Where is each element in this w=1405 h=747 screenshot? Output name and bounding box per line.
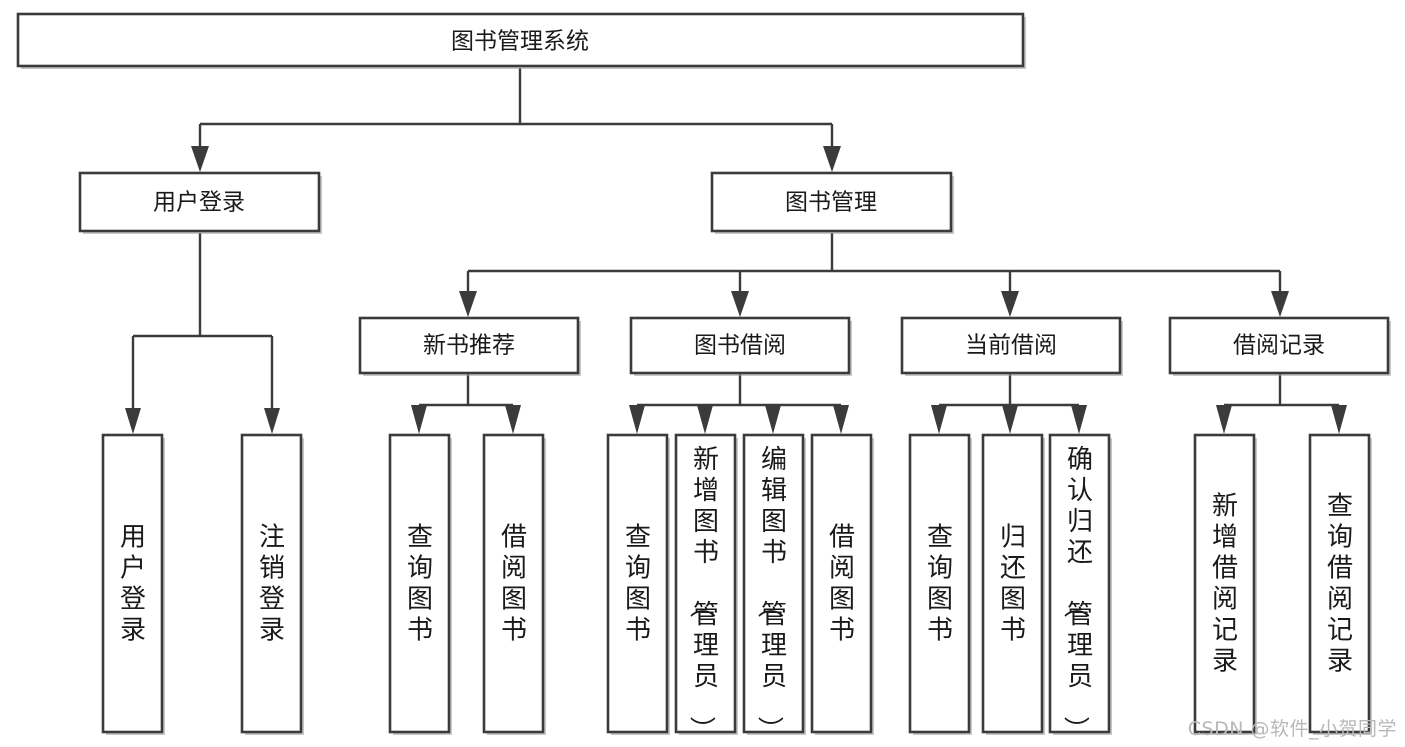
node-leaf-return-book-label: 归还图书 <box>1000 523 1026 646</box>
arrow-to-leaf-edit-book <box>765 405 781 434</box>
node-new-book-recommend-label: 新书推荐 <box>423 333 515 359</box>
node-leaf-borrow-book-2[interactable]: 借阅图书 <box>810 433 874 735</box>
arrow-to-current-borrow <box>1001 291 1019 317</box>
arrow-to-leaf-add-book <box>697 405 713 434</box>
node-borrow-record-label: 借阅记录 <box>1233 333 1325 359</box>
node-leaf-query-book-1-label: 查询图书 <box>407 523 433 646</box>
node-leaf-query-record[interactable]: 查询借阅记录 <box>1308 433 1372 735</box>
node-leaf-query-record-label: 查询借阅记录 <box>1327 492 1353 677</box>
arrow-to-leaf-borrow-book-1 <box>505 405 521 434</box>
node-leaf-add-record-label: 新增借阅记录 <box>1212 492 1238 677</box>
node-leaf-add-record[interactable]: 新增借阅记录 <box>1193 433 1257 735</box>
node-leaf-borrow-book-1[interactable]: 借阅图书 <box>482 433 546 735</box>
arrow-root-to-book-manage <box>823 146 841 172</box>
arrow-root-to-user-login <box>191 146 209 172</box>
node-book-borrow-label: 图书借阅 <box>694 333 786 359</box>
node-leaf-add-book-label: 新增图书（管理员） <box>686 445 719 742</box>
node-user-login[interactable]: 用户登录 <box>78 171 322 234</box>
node-current-borrow-label: 当前借阅 <box>965 333 1057 359</box>
arrow-to-new-book-recommend <box>459 291 477 317</box>
node-leaf-user-logout[interactable]: 注销登录 <box>240 433 304 735</box>
arrow-to-leaf-query-book-3 <box>931 405 947 434</box>
node-leaf-query-book-2[interactable]: 查询图书 <box>606 433 670 735</box>
node-leaf-confirm-return-label: 确认归还（管理员） <box>1060 445 1093 742</box>
arrow-to-leaf-add-record <box>1216 405 1232 434</box>
arrow-to-leaf-return-book <box>1002 405 1018 434</box>
arrow-to-leaf-borrow-book-2 <box>833 405 849 434</box>
node-leaf-return-book[interactable]: 归还图书 <box>981 433 1045 735</box>
node-root-label: 图书管理系统 <box>451 29 589 55</box>
node-book-manage-label: 图书管理 <box>785 190 877 216</box>
node-leaf-query-book-3[interactable]: 查询图书 <box>908 433 972 735</box>
arrow-to-leaf-user-login <box>125 408 141 434</box>
csdn-watermark: CSDN @软件_小贺同学 <box>1187 718 1397 740</box>
node-user-login-label: 用户登录 <box>153 190 245 216</box>
arrow-to-leaf-query-record <box>1331 405 1347 434</box>
arrow-to-leaf-confirm-return <box>1071 405 1087 434</box>
node-leaf-confirm-return[interactable]: 确认归还（管理员） <box>1048 433 1112 742</box>
node-borrow-record[interactable]: 借阅记录 <box>1168 316 1391 376</box>
node-leaf-query-book-2-label: 查询图书 <box>625 523 651 646</box>
connector-layer <box>125 68 1347 434</box>
node-leaf-borrow-book-2-label: 借阅图书 <box>829 523 855 646</box>
arrow-to-borrow-record <box>1271 291 1289 317</box>
arrow-to-leaf-user-logout <box>264 408 280 434</box>
node-leaf-edit-book-label: 编辑图书（管理员） <box>754 445 787 742</box>
node-leaf-user-login[interactable]: 用户登录 <box>101 433 165 735</box>
node-root[interactable]: 图书管理系统 <box>16 12 1026 69</box>
node-leaf-query-book-3-label: 查询图书 <box>927 523 953 646</box>
node-book-borrow[interactable]: 图书借阅 <box>629 316 852 376</box>
node-leaf-query-book-1[interactable]: 查询图书 <box>388 433 452 735</box>
arrow-to-leaf-query-book-2 <box>629 405 645 434</box>
node-leaf-user-logout-label: 注销登录 <box>259 523 285 646</box>
arrow-to-book-borrow <box>731 291 749 317</box>
node-leaf-user-login-label: 用户登录 <box>120 523 146 646</box>
node-leaf-add-book[interactable]: 新增图书（管理员） <box>674 433 738 742</box>
node-current-borrow[interactable]: 当前借阅 <box>900 316 1123 376</box>
node-new-book-recommend[interactable]: 新书推荐 <box>358 316 581 376</box>
node-leaf-borrow-book-1-label: 借阅图书 <box>501 523 527 646</box>
arrow-to-leaf-query-book-1 <box>411 405 427 434</box>
node-leaf-edit-book[interactable]: 编辑图书（管理员） <box>742 433 806 742</box>
node-book-manage[interactable]: 图书管理 <box>710 171 954 234</box>
